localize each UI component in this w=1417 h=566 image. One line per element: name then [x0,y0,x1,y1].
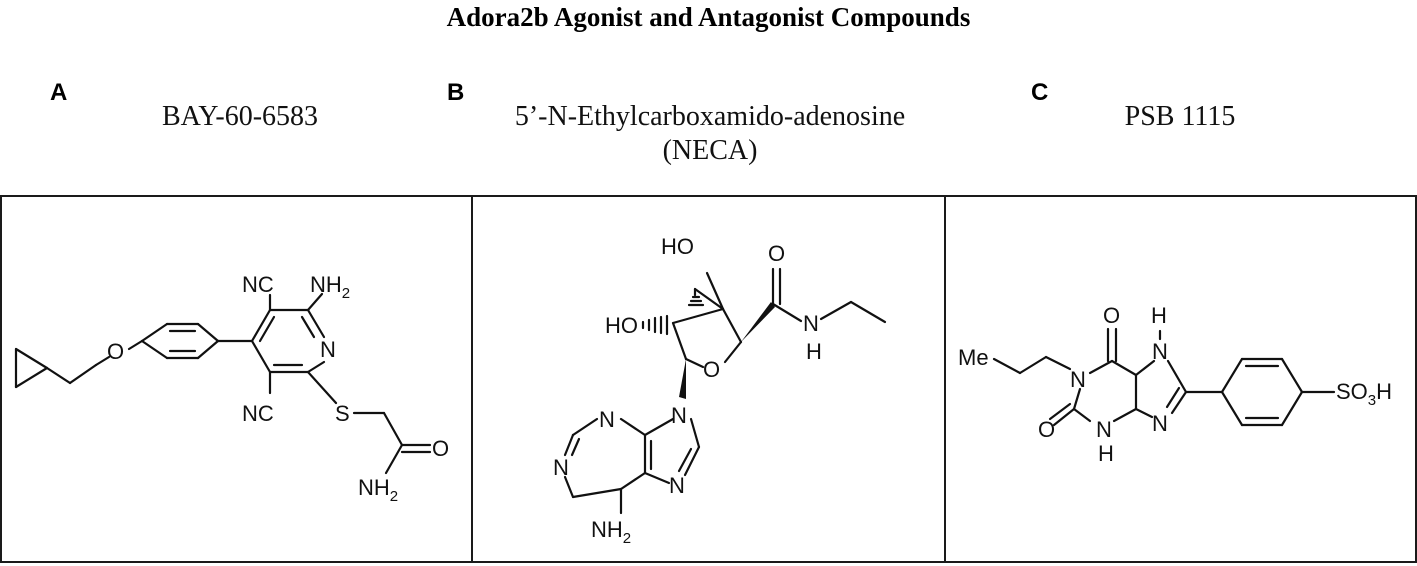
hashed-bond-top [687,287,705,307]
nitrile-bottom-label: NC [242,401,274,426]
c2-oxygen-label: O [1038,417,1055,442]
panel-c-compound-name: PSB 1115 [1000,100,1360,134]
panel-b-structure-cell: O HO HO O [471,195,946,563]
panel-c-letter: C [1031,79,1049,106]
xanthine-n7-label: N [1152,339,1168,364]
amide-oxygen-label: O [432,436,449,461]
panel-a-structure-cell: O [0,195,473,563]
purine-amine-label: NH2 [591,517,631,547]
amine-top-label: NH2 [310,272,350,302]
cyclopropyl-ring [14,347,49,389]
benzene-ring-a [140,322,220,360]
c6-oxygen-label: O [1103,303,1120,328]
xanthine-imidazole-ring [1134,359,1188,419]
sulfur-label: S [335,401,350,426]
amine-bottom-label: NH2 [358,475,398,505]
purine-n7-label: N [669,473,685,498]
psb-1115-structure: Me N O O N H [958,303,1392,466]
methyl-label: Me [958,345,989,370]
xanthine-n1-label: N [1070,367,1086,392]
neca-structure: O HO HO O [553,234,887,547]
pyridine-ring [250,308,326,374]
xanthine-h3-label: H [1098,441,1114,466]
purine-n3-label: N [599,407,615,432]
hydroxyl-top-label: HO [661,234,694,259]
xanthine-pyrimidine-ring [1072,359,1138,423]
panel-c-name-line1: PSB 1115 [1124,101,1236,132]
benzene-ring-c [1220,357,1304,427]
purine-n1-label: N [553,455,569,480]
xanthine-n3-label: N [1096,417,1112,442]
ether-oxygen-label: O [107,339,124,364]
purine-ring-system [563,417,701,515]
bay-60-6583-structure: O [14,272,449,505]
sulfonic-acid-label: SO3H [1336,379,1392,409]
xanthine-n9-label: N [1152,411,1168,436]
structure-grid: O [0,195,1417,563]
panel-b-name-line1: 5’-N-Ethylcarboxamido-adenosine [514,101,906,132]
amide-n-label: N [803,311,819,336]
ring-oxygen-label: O [703,357,720,382]
pyridine-n-label: N [320,337,336,362]
panel-a-letter: A [50,79,68,106]
hydroxyl-left-label: HO [605,313,638,338]
panel-b-name-line2: (NECA) [662,135,758,166]
wedge-bond-carboxamide [741,302,775,342]
panel-c-structure-cell: Me N O O N H [944,195,1417,563]
ribose-ring [671,307,743,369]
carbonyl-oxygen-label: O [768,241,785,266]
purine-n9-label: N [671,403,687,428]
wedge-bond-glycosidic [679,359,686,399]
figure-title: Adora2b Agonist and Antagonist Compounds [446,2,971,32]
xanthine-h7-label: H [1151,303,1167,328]
panel-b-letter: B [447,79,465,106]
amide-h-label: H [806,339,822,364]
panel-a-compound-name: BAY-60-6583 [60,100,420,134]
nitrile-top-label: NC [242,272,274,297]
panel-a-name-line1: BAY-60-6583 [161,101,319,132]
hashed-bond-left [641,314,669,336]
panel-b-compound-name: 5’-N-Ethylcarboxamido-adenosine (NECA) [470,100,950,168]
